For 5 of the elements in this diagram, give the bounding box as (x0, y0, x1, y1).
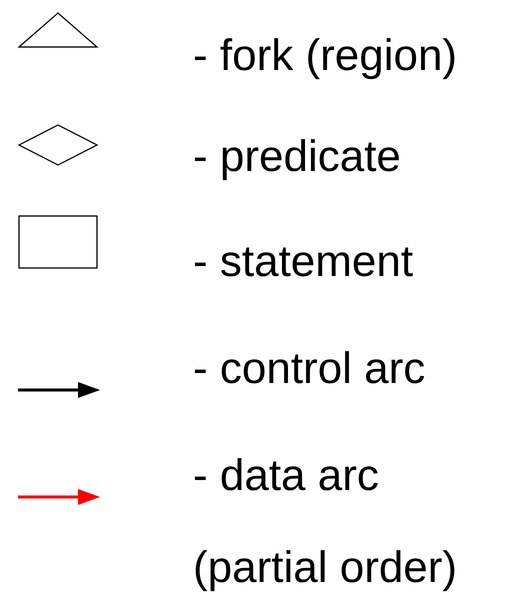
legend-text: - predicate (193, 131, 402, 183)
legend-text: - fork (region) (193, 30, 458, 82)
legend-text: - statement (193, 236, 414, 288)
legend-text: - control arc (193, 343, 426, 395)
legend-text: - data arc (partial order) (193, 450, 458, 594)
